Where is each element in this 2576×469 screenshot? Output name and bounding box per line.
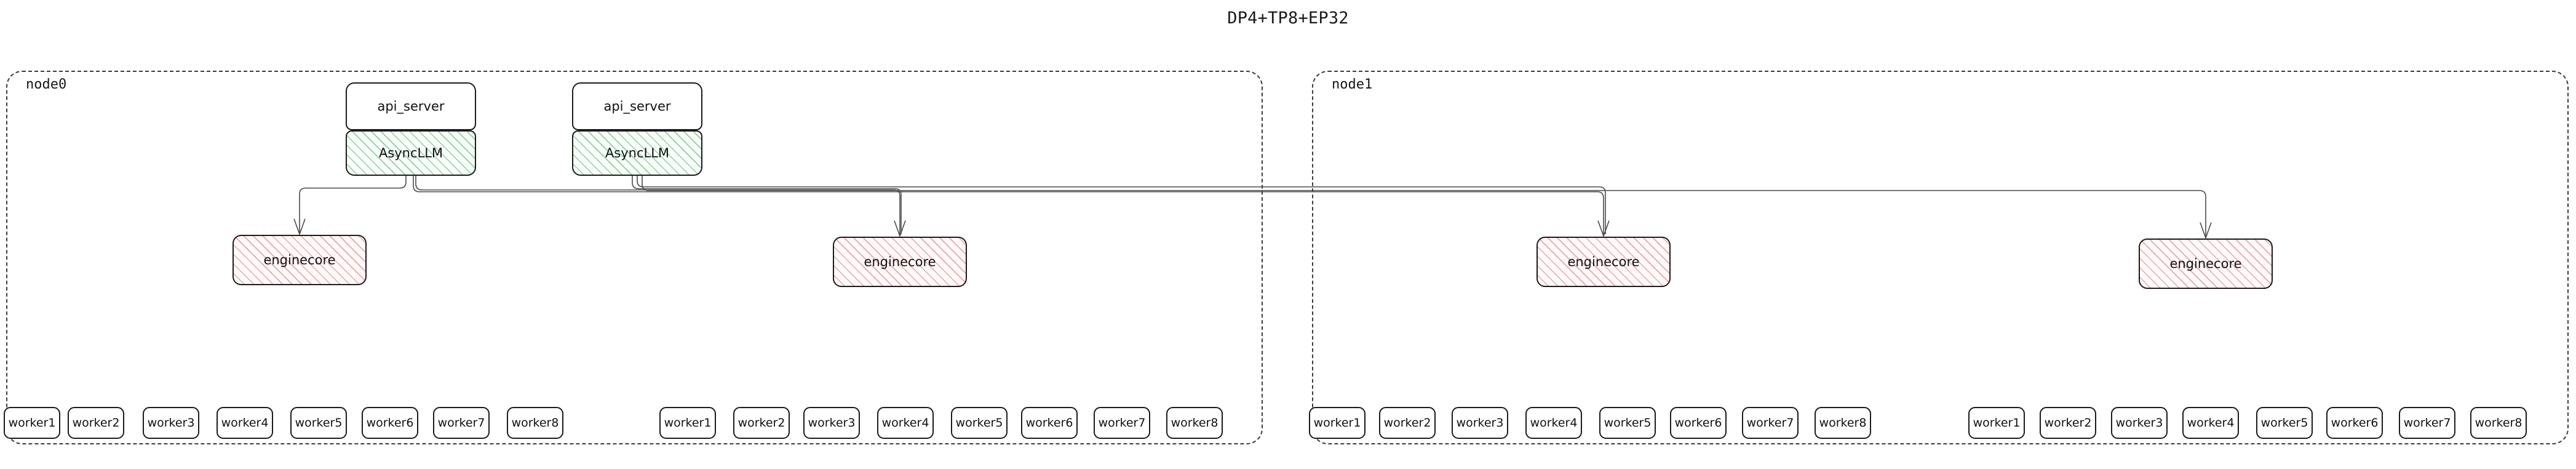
worker-chip[interactable]: worker4 [217,407,273,439]
api-server-label-0: api_server [377,98,445,114]
worker-chip[interactable]: worker8 [1166,407,1223,439]
worker-label: worker1 [1973,416,2021,430]
enginecore-box-2[interactable]: enginecore [1536,237,1671,287]
worker-label: worker8 [2475,416,2522,430]
worker-label: worker4 [881,416,929,430]
asyncllm-label-0: AsyncLLM [378,145,443,160]
worker-label: worker5 [295,416,343,430]
worker-chip[interactable]: worker6 [2326,407,2383,439]
asyncllm-box-0[interactable]: AsyncLLM [346,130,476,176]
worker-label: worker4 [221,416,269,430]
worker-label: worker2 [2044,416,2092,430]
node-label-node0: node0 [26,77,67,92]
asyncllm-label-1: AsyncLLM [605,145,670,160]
worker-label: worker2 [72,416,120,430]
worker-chip[interactable]: worker1 [1968,407,2025,439]
worker-chip[interactable]: worker6 [1670,407,1727,439]
worker-chip[interactable]: worker6 [362,407,418,439]
worker-chip[interactable]: worker8 [507,407,563,439]
worker-label: worker7 [2403,416,2451,430]
enginecore-label-3: enginecore [2169,256,2242,271]
worker-label: worker7 [1746,416,1794,430]
worker-label: worker1 [664,416,712,430]
api-server-box-0[interactable]: api_server [346,82,476,130]
worker-chip[interactable]: worker2 [733,407,790,439]
worker-chip[interactable]: worker7 [433,407,490,439]
worker-label: worker8 [1819,416,1867,430]
worker-chip[interactable]: worker1 [4,407,60,439]
worker-chip[interactable]: worker5 [2256,407,2313,439]
enginecore-box-3[interactable]: enginecore [2139,238,2273,289]
worker-label: worker3 [808,416,856,430]
worker-chip[interactable]: worker3 [1452,407,1508,439]
worker-label: worker2 [737,416,785,430]
worker-chip[interactable]: worker7 [1742,407,1799,439]
node-label-node1: node1 [1332,77,1373,92]
worker-label: worker5 [1604,416,1652,430]
worker-label: worker5 [955,416,1003,430]
worker-label: worker8 [1171,416,1218,430]
worker-label: worker6 [1025,416,1073,430]
worker-chip[interactable]: worker4 [877,407,934,439]
api-server-box-1[interactable]: api_server [572,82,702,130]
page-title: DP4+TP8+EP32 [1227,9,1349,28]
worker-chip[interactable]: worker5 [290,407,347,439]
worker-chip[interactable]: worker3 [803,407,860,439]
worker-label: worker1 [1313,416,1361,430]
worker-chip[interactable]: worker1 [1309,407,1366,439]
worker-chip[interactable]: worker2 [68,407,124,439]
worker-label: worker3 [2115,416,2163,430]
enginecore-label-0: enginecore [263,252,336,267]
worker-label: worker8 [511,416,559,430]
worker-label: worker4 [2187,416,2235,430]
worker-label: worker5 [2260,416,2308,430]
worker-label: worker2 [1383,416,1431,430]
worker-label: worker4 [1530,416,1578,430]
enginecore-label-1: enginecore [864,254,936,269]
worker-chip[interactable]: worker7 [2399,407,2455,439]
worker-chip[interactable]: worker8 [2470,407,2527,439]
worker-label: worker6 [2331,416,2379,430]
api-server-label-1: api_server [603,98,671,114]
worker-chip[interactable]: worker3 [2111,407,2168,439]
worker-chip[interactable]: worker3 [143,407,199,439]
worker-label: worker7 [1098,416,1146,430]
enginecore-box-1[interactable]: enginecore [833,237,967,287]
worker-chip[interactable]: worker5 [951,407,1008,439]
worker-label: worker3 [147,416,195,430]
worker-chip[interactable]: worker2 [2040,407,2096,439]
asyncllm-box-1[interactable]: AsyncLLM [572,130,702,176]
worker-label: worker6 [366,416,414,430]
worker-label: worker7 [437,416,485,430]
worker-chip[interactable]: worker1 [659,407,716,439]
worker-chip[interactable]: worker7 [1094,407,1150,439]
worker-label: worker1 [8,416,56,430]
worker-chip[interactable]: worker6 [1021,407,1078,439]
enginecore-label-2: enginecore [1567,254,1640,269]
worker-chip[interactable]: worker5 [1599,407,1656,439]
worker-label: worker6 [1674,416,1722,430]
worker-label: worker3 [1456,416,1504,430]
worker-chip[interactable]: worker2 [1379,407,1436,439]
worker-chip[interactable]: worker4 [2182,407,2239,439]
enginecore-box-0[interactable]: enginecore [233,235,367,285]
node-cluster-node1: node1 [1312,71,2569,444]
node-cluster-node0: node0 [6,71,1263,444]
worker-chip[interactable]: worker8 [1815,407,1871,439]
worker-chip[interactable]: worker4 [1525,407,1582,439]
